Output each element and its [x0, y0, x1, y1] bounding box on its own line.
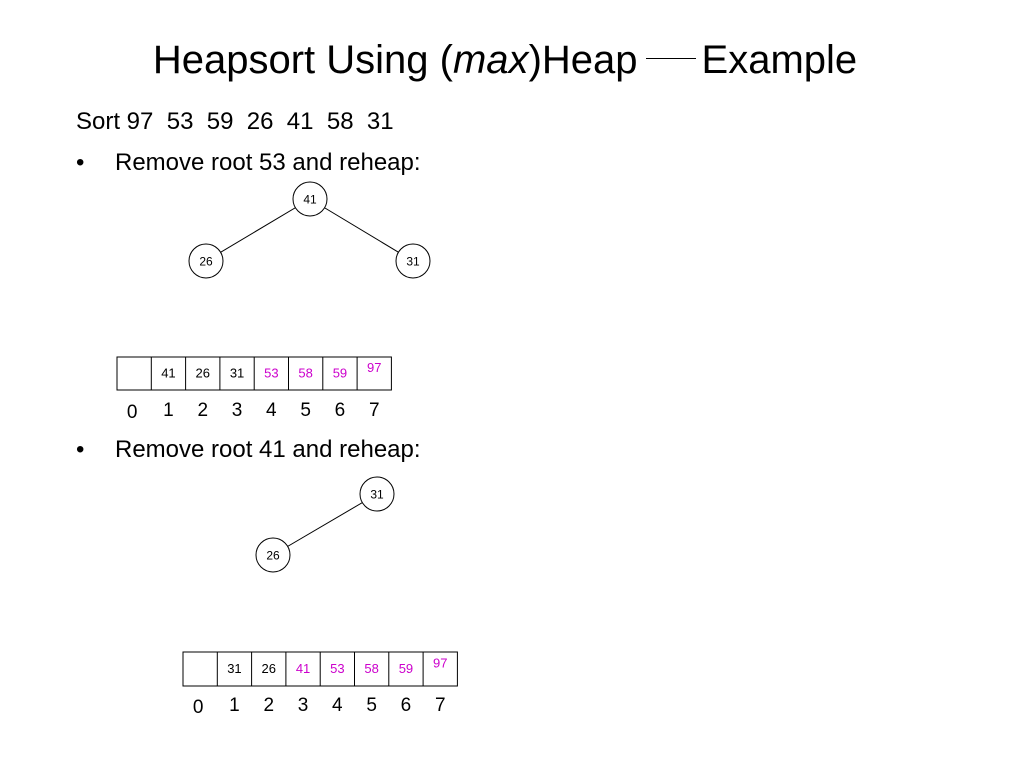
- title-suffix: )Heap: [528, 38, 638, 82]
- tree-node-root-label: 41: [303, 193, 317, 207]
- title-italic: max: [452, 38, 529, 82]
- array-index-label: 0: [127, 402, 138, 423]
- array-index-label: 6: [401, 695, 412, 716]
- array-index-label: 2: [197, 400, 208, 421]
- array-index-label: 1: [229, 695, 240, 716]
- step-2-array: 0 31 1 26 2 41 3 53 4 58 5 59 6 97 7: [182, 651, 458, 718]
- title-tail: Example: [701, 38, 858, 82]
- array-cell-value: 59: [333, 365, 347, 380]
- array-index-label: 4: [332, 695, 343, 716]
- array-cell-value: 53: [264, 365, 278, 380]
- sort-line: Sort 97 53 59 26 41 58 31: [76, 108, 394, 135]
- tree-edge-root-left: [205, 198, 311, 262]
- title-dash: [645, 57, 696, 59]
- array-cell-value: 59: [399, 661, 413, 676]
- step-1-array: 0 41 1 26 2 31 3 53 4 58 5 59 6 97 7: [116, 356, 392, 423]
- slide-title: Heapsort Using (max)Heap Example: [0, 34, 1010, 86]
- array-index-label: 0: [193, 697, 204, 718]
- array-cell-value: 58: [298, 365, 312, 380]
- array-index-label: 7: [435, 695, 446, 716]
- array-cell-value: 26: [196, 365, 210, 380]
- array-cell-value: 97: [433, 655, 447, 670]
- step-2-text: Remove root 41 and reheap:: [115, 436, 421, 463]
- array-cell-value: 53: [330, 661, 344, 676]
- tree2-node-left-label: 26: [266, 549, 280, 563]
- tree2-node-root: [359, 476, 395, 512]
- tree-node-right-label: 31: [406, 255, 420, 269]
- array-index-label: 4: [266, 400, 277, 421]
- array-cell-value: 26: [262, 661, 276, 676]
- title-prefix: Heapsort Using (: [152, 38, 453, 82]
- tree2-node-left: [255, 537, 291, 573]
- array-index-label: 2: [263, 695, 274, 716]
- array-cell-value: 41: [161, 365, 175, 380]
- tree2-node-root-label: 31: [370, 488, 384, 502]
- tree2-edge-root-left: [272, 493, 378, 556]
- array-index-label: 3: [232, 400, 243, 421]
- array-index-label: 5: [366, 695, 377, 716]
- array-index-label: 7: [369, 400, 380, 421]
- step-1-bullet: •: [76, 149, 85, 176]
- array-cell-value: 41: [296, 661, 310, 676]
- array-index-label: 6: [335, 400, 346, 421]
- tree-edge-root-right: [309, 198, 414, 262]
- tree-node-right: [395, 243, 431, 279]
- array-cell-value: 58: [364, 661, 378, 676]
- array-index-label: 1: [163, 400, 174, 421]
- array-cell-value: 31: [227, 661, 241, 676]
- array-index-label: 5: [300, 400, 311, 421]
- tree-node-root: [292, 181, 328, 217]
- step-2-bullet: •: [76, 436, 85, 463]
- array-index-label: 3: [298, 695, 309, 716]
- step-1-text: Remove root 53 and reheap:: [115, 149, 421, 176]
- array-cell-value: 97: [367, 360, 381, 375]
- tree-node-left-label: 26: [199, 255, 213, 269]
- array-cell-value: 31: [230, 365, 244, 380]
- tree-node-left: [188, 243, 224, 279]
